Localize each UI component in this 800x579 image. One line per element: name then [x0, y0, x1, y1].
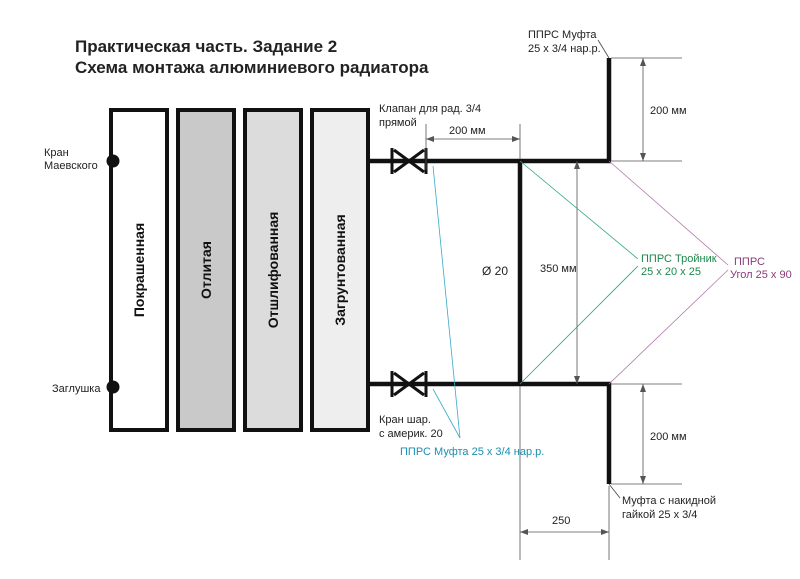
section-1-label: Покрашенная [131, 223, 147, 317]
diameter-label: Ø 20 [482, 264, 508, 278]
kran-shar-label-line-2: с америк. 20 [379, 428, 443, 440]
troynik-label-line-1: ППРС Тройник [641, 253, 717, 265]
mufta-nakid-label-line-2: гайкой 25 х 3/4 [622, 509, 697, 521]
section-3-label: Отшлифованная [265, 212, 281, 329]
mufta-bottom-label: ППРС Муфта 25 х 3/4 нар.р. [400, 446, 544, 458]
ugol-label-line-2: Угол 25 х 90 [730, 269, 792, 281]
dimension-200-top-vertical [640, 58, 646, 161]
klapan-label-line-2: прямой [379, 117, 417, 129]
zaglushka-dot [106, 380, 120, 394]
kran-label-line-1: Кран [44, 147, 69, 159]
mufta-top-label-line-1: ППРС Муфта [528, 29, 597, 41]
kran-label-line-2: Маевского [44, 160, 98, 172]
section-2-label: Отлитая [198, 241, 214, 299]
kran-maevskogo-dot [106, 154, 120, 168]
title-line-1: Практическая часть. Задание 2 [75, 37, 337, 56]
klapan-label-line-1: Клапан для рад. 3/4 [379, 103, 481, 115]
ugol-leader-bottom [608, 269, 729, 385]
zaglushka-label: Заглушка [52, 383, 101, 395]
section-3-rect [243, 108, 303, 432]
dim-200-top-vertical-label: 200 мм [650, 105, 687, 117]
troynik-leader-bottom [519, 265, 639, 385]
section-1-rect [109, 108, 169, 432]
ugol-label-line-1: ППРС [734, 256, 765, 268]
mufta-nakid-leader [608, 483, 621, 499]
mufta-bottom-leader-top [432, 165, 461, 439]
section-4-label: Загрунтованная [332, 214, 348, 325]
dimension-350 [574, 161, 580, 384]
dimension-200-top-horizontal [425, 124, 521, 170]
dimension-200-bottom-vertical [640, 384, 646, 484]
mufta-bottom-leader-bottom [432, 388, 461, 439]
section-4-rect [310, 108, 370, 432]
troynik-leader-top [519, 160, 639, 260]
kran-shar-label-line-1: Кран шар. [379, 414, 431, 426]
dim-200-bottom-vertical-label: 200 мм [650, 431, 687, 443]
mufta-nakid-label-line-1: Муфта с накидной [622, 495, 716, 507]
dim-350-label: 350 мм [540, 263, 577, 275]
section-2-rect [176, 108, 236, 432]
dim-200-top-horizontal-label: 200 мм [449, 125, 486, 137]
title-line-2: Схема монтажа алюминиевого радиатора [75, 58, 429, 77]
mufta-top-label-line-2: 25 х 3/4 нар.р. [528, 43, 601, 55]
radiator: Покрашенная Отлитая Отшлифованная Загрун… [109, 108, 370, 432]
troynik-label-line-2: 25 х 20 х 25 [641, 266, 701, 278]
dimension-250 [519, 386, 610, 560]
dim-250-label: 250 [552, 515, 570, 527]
mufta-top-leader [597, 39, 610, 59]
ugol-leader-top [608, 160, 729, 266]
bottom-valve-icon [390, 371, 428, 397]
